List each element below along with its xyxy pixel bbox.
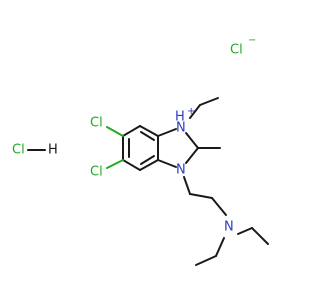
- ring-nitrogen-charge: +: [187, 106, 195, 117]
- bond: [122, 159, 141, 171]
- bond: [183, 176, 191, 195]
- bond: [185, 147, 199, 164]
- ring-nitrogen-charged-label: N: [176, 121, 186, 136]
- ring-nh-hydrogen-label: H: [175, 110, 185, 125]
- bond: [195, 255, 217, 266]
- chloro-label-lower: Cl: [90, 165, 103, 180]
- imidazoline-ring: [157, 128, 199, 168]
- chloro-label-upper: Cl: [90, 116, 103, 131]
- bond: [199, 97, 219, 106]
- bond: [215, 237, 225, 257]
- ring-nitrogen-label: N: [176, 163, 186, 178]
- bond-inner: [140, 131, 155, 141]
- bond-inner: [140, 155, 155, 165]
- bond: [157, 159, 177, 168]
- bond: [139, 125, 159, 137]
- ethyl-group-upper: [189, 97, 219, 119]
- bond: [189, 193, 213, 199]
- structure-diagram: Cl − Cl H Cl Cl N H + N N: [12, 35, 269, 266]
- aminoethyl-chain: [183, 176, 269, 266]
- hcl-hydrogen-label: H: [48, 143, 58, 158]
- chloro-bond-lower: [106, 159, 124, 169]
- bond: [185, 132, 199, 149]
- bond: [237, 227, 253, 235]
- benzene-ring: [122, 125, 159, 171]
- bond: [157, 128, 177, 137]
- hcl-chlorine-label: Cl: [12, 143, 25, 158]
- bond: [189, 104, 201, 119]
- amine-nitrogen-label: N: [224, 220, 234, 235]
- bond: [251, 227, 269, 245]
- bond: [211, 197, 227, 216]
- bond: [122, 125, 141, 137]
- chloride-ion-label: Cl: [230, 43, 243, 58]
- chloro-bond-upper: [106, 126, 124, 137]
- molecule-canvas: Cl − Cl H Cl Cl N H + N N: [12, 35, 269, 266]
- bond: [139, 159, 159, 171]
- chloride-charge: −: [248, 35, 256, 46]
